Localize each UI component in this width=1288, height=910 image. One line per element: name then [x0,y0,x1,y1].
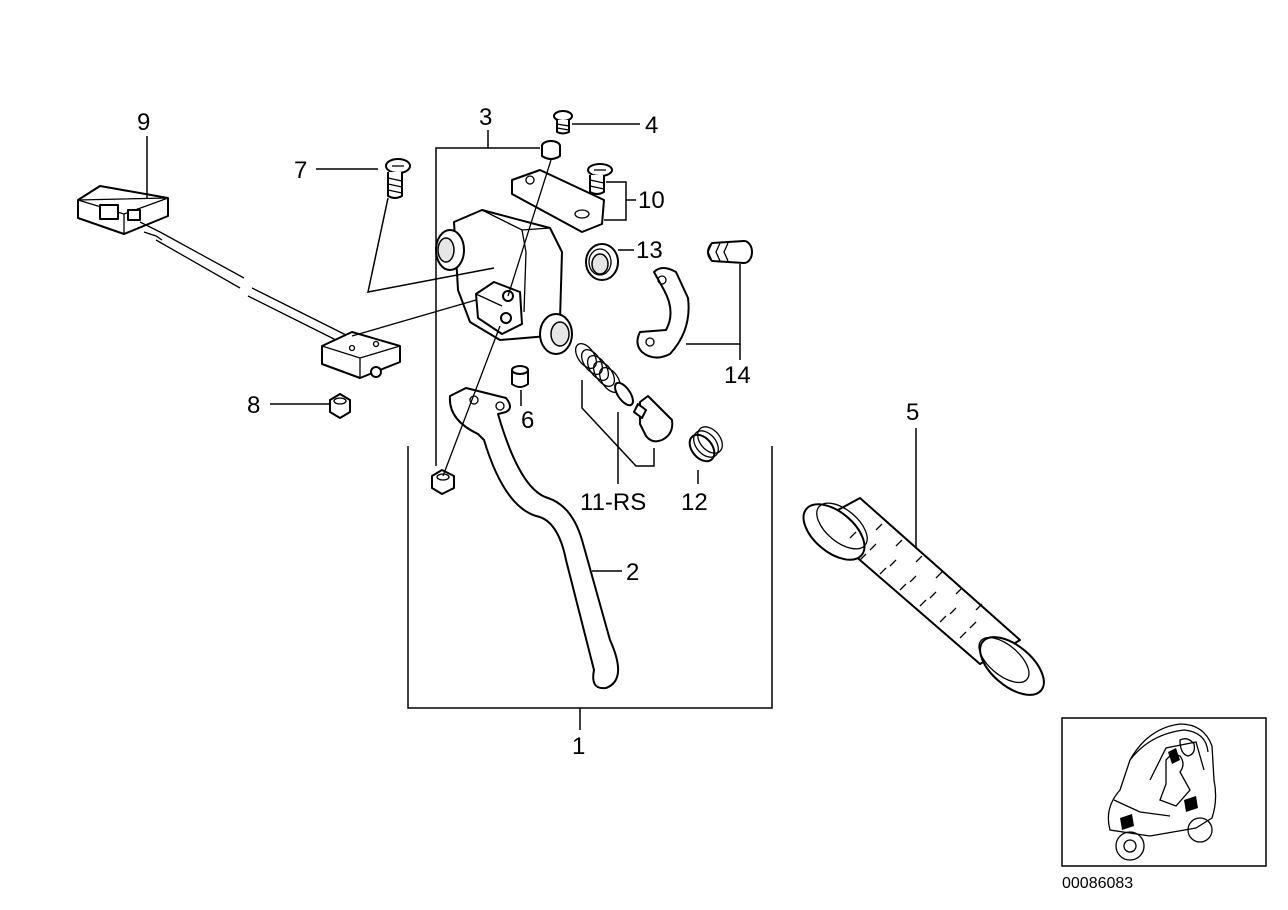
part-13-plug[interactable] [585,243,619,281]
part-2-brake-lever[interactable] [448,387,619,690]
label-11: 11-RS [580,489,646,516]
part-11-seal[interactable] [612,380,637,408]
part-5-grip[interactable] [794,494,1054,706]
scooter-illustration [1107,723,1217,861]
label-13: 13 [636,237,663,264]
vehicle-thumbnail [1061,717,1267,867]
part-9-wire [155,231,353,347]
part-12-boot[interactable] [685,422,728,466]
label-8: 8 [247,392,260,419]
label-6: 6 [521,407,534,434]
label-12: 12 [681,489,708,516]
part-4-screw[interactable] [553,110,573,135]
label-1: 1 [572,733,585,760]
label-7: 7 [294,157,307,184]
label-3: 3 [479,104,492,131]
part-3-master-cylinder[interactable] [435,140,605,355]
part-7-screw[interactable] [385,158,411,199]
part-6-bushing[interactable] [511,365,529,388]
label-14: 14 [724,362,751,389]
part-14-clamp[interactable] [636,267,690,359]
part-8-nut[interactable] [329,393,351,419]
image-code: 00086083 [1062,875,1133,892]
label-5: 5 [906,399,919,426]
part-14-screw[interactable] [707,240,753,264]
label-2: 2 [626,559,639,586]
part-11-spring[interactable] [571,340,624,396]
part-11-piston[interactable] [633,395,674,443]
part-3-nut[interactable] [431,469,455,495]
part-9-connector[interactable] [77,185,169,241]
label-10: 10 [638,187,665,214]
part-10-screw[interactable] [587,163,613,195]
callouts: 9 7 8 3 4 10 13 14 6 11-RS 12 2 5 1 [137,104,919,760]
leader-lines [146,123,917,730]
part-9-switch[interactable] [321,331,401,379]
label-4: 4 [645,112,658,139]
label-9: 9 [137,109,150,136]
